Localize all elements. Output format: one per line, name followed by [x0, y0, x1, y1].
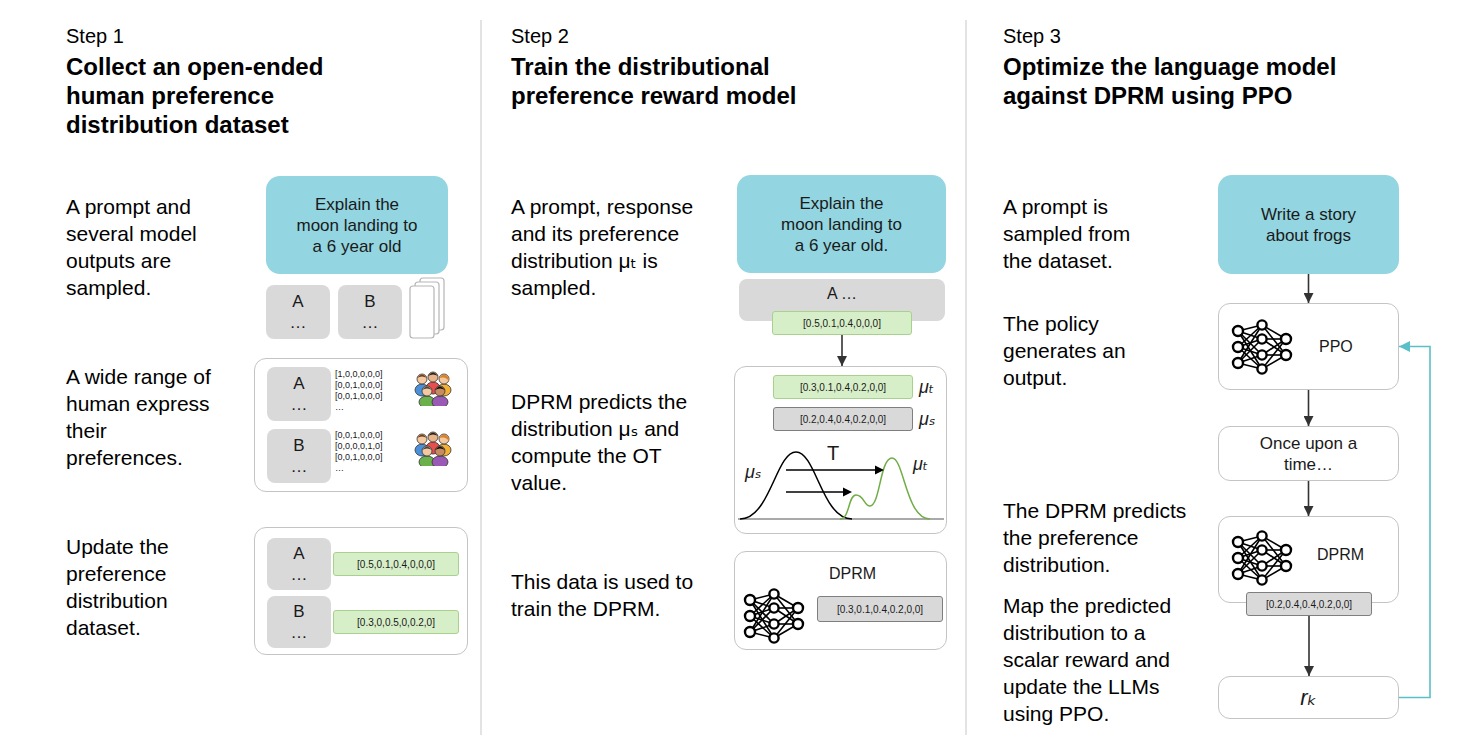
flow-arrow — [1308, 390, 1310, 426]
response-box: A … — [266, 285, 330, 339]
people-icon — [415, 432, 451, 468]
transport-plot — [738, 452, 944, 519]
distribution-vector: [0.2,0.4,0.4,0.2,0,0] — [1246, 592, 1372, 616]
node-text: B … — [289, 601, 309, 643]
step-heading: Optimize the language model against DPRM… — [1003, 52, 1383, 110]
distribution-vector: [0.5,0.1,0.4,0,0,0] — [772, 311, 912, 335]
node-text: DPRM — [829, 564, 876, 583]
people-icon — [415, 372, 451, 408]
node-text: [0.2,0.4,0.4,0.2,0,0] — [800, 413, 886, 426]
flow-arrow — [1308, 616, 1310, 676]
distribution-vector: [0.3,0,0.5,0,0.2,0] — [333, 610, 459, 634]
node-text: rₖ — [1300, 684, 1317, 712]
node-text: Explain the moon landing to a 6 year old… — [779, 193, 905, 256]
response-box: B … — [267, 429, 331, 483]
math-symbol: T — [827, 441, 839, 465]
node-text: A … — [289, 543, 309, 585]
distribution-vector: [0.3,0.1,0.4,0.2,0,0] — [773, 375, 913, 399]
node-text: [0.3,0.1,0.4,0.2,0,0] — [800, 381, 886, 394]
flow-arrow — [1308, 481, 1310, 516]
step-description: A wide range of human express their pref… — [66, 363, 221, 471]
policy-box: PPO — [1218, 303, 1399, 390]
math-symbol: μₜ — [913, 453, 928, 475]
step-description: The DPRM predicts the preference distrib… — [1003, 497, 1203, 578]
reward-box: rₖ — [1218, 676, 1399, 719]
step-description: Map the predicted distribution to a scal… — [1003, 592, 1188, 727]
vote-vectors: [1,0,0,0,0,0] [0,0,1,0,0,0] [0,0,1,0,0,0… — [335, 369, 391, 413]
node-text: A … — [288, 291, 308, 333]
distribution-vector: [0.5,0.1,0.4,0,0,0] — [333, 552, 459, 576]
node-text: [0.3,0,0.5,0,0.2,0] — [357, 616, 435, 629]
model-panel: DPRM [0.3,0.1,0.4,0.2,0,0] — [734, 551, 947, 650]
distribution-vector: [0.3,0.1,0.4,0.2,0,0] — [817, 596, 943, 622]
feedback-arrow — [1399, 347, 1430, 698]
distribution-vector: [0.2,0.4,0.4,0.2,0,0] — [773, 407, 913, 431]
step-description: A prompt is sampled from the dataset. — [1003, 193, 1148, 274]
flow-arrow — [1308, 274, 1310, 303]
math-symbol: μₛ — [919, 408, 936, 430]
node-text: [0.5,0.1,0.4,0,0,0] — [357, 558, 435, 571]
math-symbol: μₛ — [745, 461, 762, 483]
node-text: B … — [289, 435, 309, 477]
step-description: Update the preference distribution datas… — [66, 533, 191, 641]
step-heading: Train the distributional preference rewa… — [511, 52, 841, 110]
step-description: This data is used to train the DPRM. — [511, 568, 721, 622]
prompt-box: Explain the moon landing to a 6 year old… — [737, 175, 946, 273]
vote-vectors: [0,0,1,0,0,0] [0,0,0,0,1,0] [0,0,1,0,0,0… — [335, 430, 391, 474]
node-text: Explain the moon landing to a 6 year old — [294, 194, 420, 257]
node-text: [0.2,0.4,0.4,0.2,0,0] — [1266, 598, 1352, 611]
feedback-panel: [1,0,0,0,0,0] [0,0,1,0,0,0] [0,0,1,0,0,0… — [254, 358, 468, 492]
flow-arrow — [841, 335, 843, 366]
node-text: A … — [739, 284, 945, 303]
column-divider — [481, 20, 966, 735]
model-box: DPRM — [1218, 516, 1399, 603]
step-description: A prompt and several model outputs are s… — [66, 193, 221, 301]
response-box: B … — [267, 596, 331, 648]
step-number: Step 2 — [511, 24, 569, 49]
step-number: Step 1 — [66, 24, 124, 49]
math-symbol: μₜ — [919, 376, 934, 398]
dataset-panel: A … [0.5,0.1,0.4,0,0,0] B … [0.3,0,0.5,0,0.… — [254, 527, 468, 655]
node-text: B … — [360, 291, 380, 333]
network-icon — [745, 589, 803, 642]
node-text: Write a story about frogs — [1249, 204, 1369, 246]
node-text: DPRM — [1317, 545, 1364, 564]
step-description: A prompt, response and its preference di… — [511, 193, 721, 301]
ot-panel: μₜμₛTμₛμₜ[0.3,0.1,0.4,0.2,0,0][0.2,0.4,0… — [734, 366, 947, 534]
node-text: [0.5,0.1,0.4,0,0,0] — [803, 317, 881, 330]
step-description: DPRM predicts the distribution μₛ and co… — [511, 388, 716, 496]
response-box: A … — [267, 538, 331, 590]
output-box: Once upon a time… — [1218, 426, 1399, 481]
prompt-box: Explain the moon landing to a 6 year old — [266, 176, 448, 274]
node-text: [0.3,0.1,0.4,0.2,0,0] — [837, 603, 923, 616]
network-icon — [1233, 320, 1291, 373]
network-icon — [1233, 531, 1291, 584]
prompt-box: Write a story about frogs — [1218, 175, 1399, 274]
response-box: A … — [267, 367, 331, 421]
node-text: Once upon a time… — [1254, 433, 1364, 475]
step-number: Step 3 — [1003, 24, 1061, 49]
page-stack — [410, 278, 444, 338]
node-text: PPO — [1319, 337, 1353, 356]
step-description: The policy generates an output. — [1003, 310, 1148, 391]
node-text: A … — [289, 373, 309, 415]
response-box: B … — [338, 285, 402, 339]
step-heading: Collect an open-ended human preference d… — [66, 52, 396, 139]
